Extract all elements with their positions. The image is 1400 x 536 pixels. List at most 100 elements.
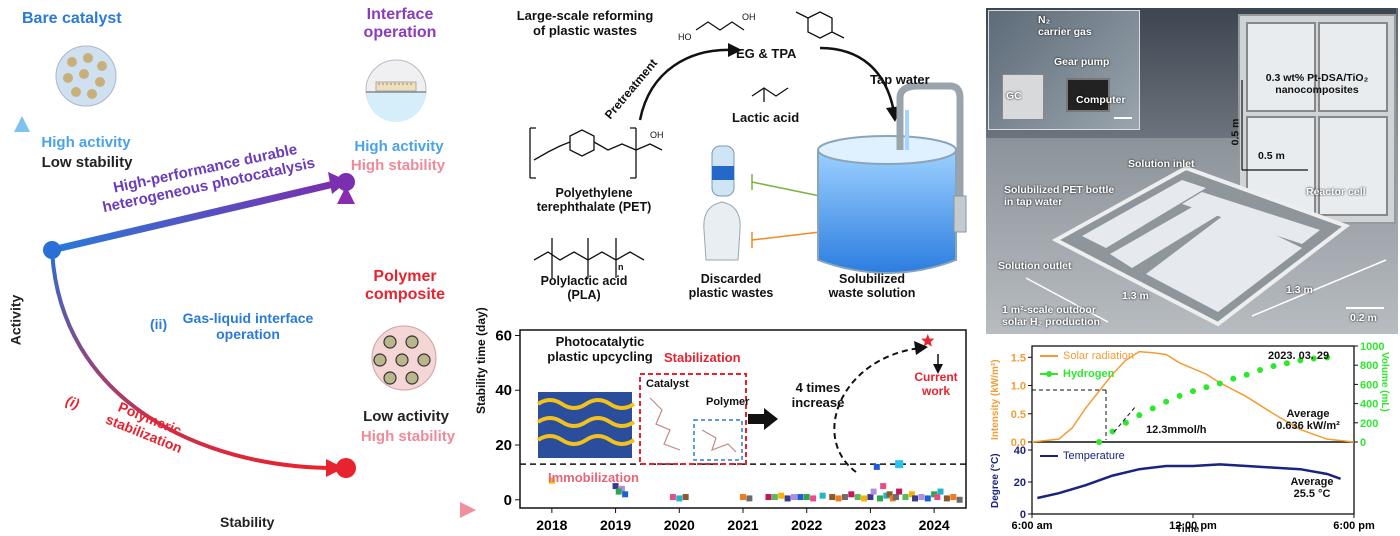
chart1-ytick-label: 60 [495, 327, 512, 344]
chart1-point [883, 492, 890, 499]
chart1-point [618, 485, 625, 492]
chart1-point [819, 492, 826, 499]
chart1-ytick-label: 0 [504, 492, 512, 509]
chart1-point [848, 491, 855, 498]
chart2-right-tick-label: 800 [1360, 360, 1378, 372]
legend-solar: Solar radiation [1063, 350, 1134, 362]
chart1-point [889, 495, 896, 502]
route-i-curve [50, 249, 337, 470]
tap-water-tank [817, 82, 967, 274]
chart1-point [918, 494, 925, 501]
chart1-xtick-label: 2024 [919, 517, 950, 533]
chart1-xtick-label: 2022 [791, 517, 822, 533]
reforming-scheme [529, 11, 967, 278]
hydrogen-point [1122, 419, 1129, 426]
chart2-temp-label: Degree (°C) [990, 453, 1001, 508]
hydrogen-point [1109, 428, 1116, 435]
chart1-point [746, 495, 753, 502]
chart1-point [867, 494, 874, 501]
chart1-point [880, 483, 887, 490]
chart2-left-tick-label: 1.5 [1011, 352, 1026, 364]
rate-annotation: 12.3mmol/h [1146, 424, 1207, 436]
tap-water-label: Tap water [870, 72, 930, 87]
chart1-point [934, 494, 941, 501]
tpa-structure [795, 11, 845, 39]
hydrogen-point [1149, 405, 1156, 412]
chart1-point [931, 491, 938, 498]
polymer-point [336, 458, 356, 478]
interface-point [337, 173, 355, 191]
chart2-left-tick-label: 0.5 [1011, 409, 1026, 421]
chart1-point [615, 488, 622, 495]
direct-route-line [51, 180, 335, 254]
chart2-right-tick-label: 0 [1360, 437, 1366, 449]
solution-outlet-label: Solution outlet [998, 260, 1072, 272]
chart2-xlabel: Time [1176, 524, 1200, 535]
scale-horizontal-label: 0.5 m [1258, 150, 1285, 162]
hydrogen-point [1096, 439, 1103, 445]
hydrogen-point [1270, 363, 1277, 370]
hydrogen-point [1163, 398, 1170, 405]
chart2-right-label: Volume (mL) [1379, 352, 1390, 412]
chart2-temp-tick-label: 0 [1020, 509, 1026, 521]
stabilization-box [639, 373, 747, 465]
chart1-point [886, 491, 893, 498]
chart1-ytick-label: 20 [495, 437, 512, 454]
chart1-point [861, 495, 868, 502]
chart1-point-highlight [895, 460, 904, 469]
chart1-xtick-label: 2023 [855, 517, 886, 533]
solution-inlet-label: Solution inlet [1128, 158, 1195, 170]
chart1-point [835, 495, 842, 502]
hydrogen-point [1310, 355, 1317, 362]
pla-n-label: n [618, 262, 624, 272]
hydrogen-point [1190, 388, 1196, 395]
chart1-point [803, 494, 810, 501]
immobilization-label: Immobilization [548, 470, 639, 485]
gc-label: GC [1006, 90, 1022, 102]
hydrogen-point [1203, 384, 1210, 391]
chart1-point [622, 491, 629, 498]
bare-catalyst-title: Bare catalyst [22, 10, 122, 27]
hydrogen-point [1216, 380, 1223, 387]
chart2-right-tick-label: 400 [1360, 399, 1378, 411]
computer-label: Computer [1076, 94, 1126, 106]
temperature-line [1037, 463, 1342, 500]
green-link [751, 181, 821, 197]
increase-arrow [748, 408, 778, 430]
molecule-illustration [649, 397, 737, 453]
bare-low-stability: Low stability [41, 154, 133, 171]
reactor-frame [1025, 80, 1387, 327]
chart2-left-label: Intensity (kW/m²) [990, 359, 1001, 440]
hydrogen-point [1243, 371, 1250, 378]
solar-radiation-line [1031, 350, 1355, 443]
chart1-point [937, 488, 944, 495]
chart1-point [876, 495, 883, 502]
x-axis-arrowhead [460, 502, 476, 518]
bare-high-activity: High activity [41, 134, 131, 151]
polymer-low-activity: Low activity [363, 408, 449, 425]
dimension-label-a: 1.3 m [1122, 290, 1149, 302]
hydrogen-point [1257, 367, 1264, 373]
chart1-point [669, 494, 676, 501]
chart1-point [924, 495, 931, 502]
pretreatment-arrow [638, 48, 735, 121]
hydrogen-point [1297, 357, 1304, 364]
pla-label: Polylactic acid(PLA) [540, 274, 628, 302]
hydrogen-point [1230, 375, 1237, 382]
current-work-arrow [833, 347, 921, 473]
polymer-box [693, 419, 743, 461]
stabilization-label: Stabilization [664, 350, 741, 365]
pet-oh-label: OH [650, 130, 664, 140]
chart1-xtick-label: 2020 [664, 517, 695, 533]
